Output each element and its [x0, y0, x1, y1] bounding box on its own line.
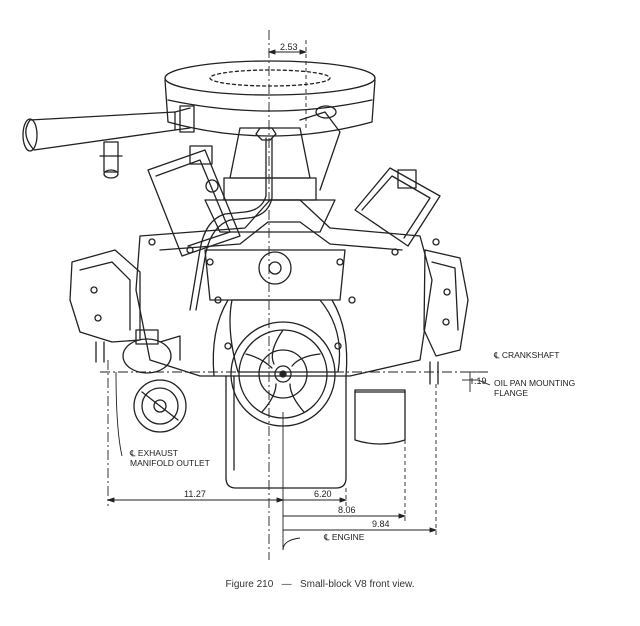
dimension-line-11-27	[106, 497, 285, 503]
crankshaft-centerline	[100, 371, 490, 384]
harmonic-balancer	[230, 321, 336, 427]
vacuum-fitting	[99, 141, 123, 179]
dim-0-19: .19	[474, 376, 487, 386]
engine-centerline-label: ℄ ENGINE	[323, 532, 365, 542]
air-cleaner	[164, 60, 376, 137]
dimension-line-8-06	[283, 440, 407, 522]
dimension-line-9-84	[283, 384, 438, 536]
oil-filter	[354, 389, 406, 445]
right-exhaust-manifold	[423, 249, 469, 357]
dim-2-53: 2.53	[280, 42, 298, 52]
dim-11-27: 11.27	[184, 489, 206, 499]
figure-number: Figure 210	[225, 579, 274, 590]
dim-6-20: 6.20	[314, 489, 332, 499]
exhaust-outlet-label-2: MANIFOLD OUTLET	[130, 458, 210, 468]
engine-block	[135, 199, 433, 377]
dim-9-84: 9.84	[372, 519, 390, 529]
fuel-pump	[122, 329, 181, 374]
caption-separator: —	[281, 579, 292, 590]
engine-mount-studs	[95, 341, 439, 385]
crankshaft-label: ℄ CRANKSHAFT	[493, 350, 559, 360]
left-exhaust-manifold	[69, 249, 141, 343]
dim-8-06: 8.06	[338, 505, 356, 515]
dimension-line-0-19	[462, 372, 491, 392]
figure-caption: Figure 210 — Small-block V8 front view.	[0, 579, 640, 590]
exhaust-outlet-label-1: ℄ EXHAUST	[129, 448, 178, 458]
caption-text: Small-block V8 front view.	[300, 579, 415, 590]
water-pump	[204, 249, 346, 301]
left-valve-cover	[147, 145, 241, 257]
exhaust-centerline	[107, 360, 123, 506]
oil-pan-flange-label-1: OIL PAN MOUNTING	[494, 378, 575, 388]
dimension-line-6-20	[282, 412, 348, 550]
oil-pan	[225, 375, 347, 489]
dimension-line-2-53	[267, 30, 308, 560]
engine-centerline-leader	[282, 537, 301, 551]
oil-pan-flange-label-2: FLANGE	[494, 388, 528, 398]
right-valve-cover	[354, 167, 441, 256]
air-cleaner-snorkel	[22, 105, 195, 152]
accessory-pulley	[133, 379, 187, 433]
